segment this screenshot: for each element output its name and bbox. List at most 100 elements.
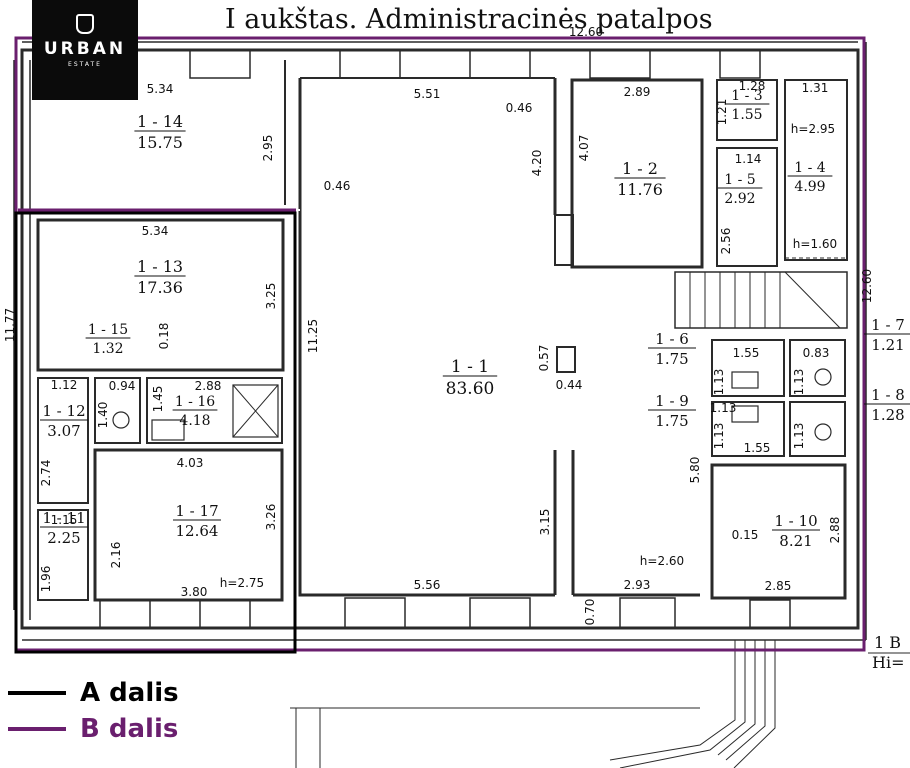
- room-area-label: 2.25: [47, 529, 80, 547]
- dimension-label: 2.74: [39, 460, 53, 487]
- room-id-label: 1 - 13: [137, 257, 183, 276]
- dimension-label: 0.46: [506, 101, 533, 115]
- dimension-label: 11.77: [3, 308, 17, 342]
- dimension-label: 3.25: [264, 283, 278, 310]
- dimension-label: 1.13: [712, 423, 726, 450]
- room-id-label: 1 - 9: [655, 392, 689, 410]
- room-area-label: 12.64: [176, 522, 219, 540]
- room-id-label: 1 - 2: [622, 159, 658, 178]
- dimension-label: 1.21: [715, 99, 729, 126]
- dimension-label: 12.60: [860, 269, 874, 303]
- dimension-label: 0.57: [537, 345, 551, 372]
- dimension-label: 1.13: [710, 401, 737, 415]
- dimension-label: 2.93: [624, 578, 651, 592]
- dimension-label: 1.13: [792, 369, 806, 396]
- room-id-label: 1 - 17: [175, 502, 218, 520]
- room-area-label: 15.75: [137, 133, 183, 152]
- dimension-label: 1.55: [744, 441, 771, 455]
- dimension-label: 2.95: [261, 135, 275, 162]
- dimension-label: 5.80: [688, 457, 702, 484]
- edge-label-top: 1 B: [874, 633, 901, 652]
- room-area-label: 11.76: [617, 180, 663, 199]
- logo-mark-icon: [76, 14, 94, 34]
- room-area-label: 1.75: [655, 412, 688, 430]
- edge-label-bottom: Hi=: [872, 653, 904, 672]
- dimension-label: 0.70: [583, 599, 597, 626]
- dimension-label: 4.20: [530, 150, 544, 177]
- room-area-label: 83.60: [446, 379, 495, 399]
- room-area-label: 1.21: [871, 336, 904, 354]
- logo-subtitle: ESTATE: [68, 61, 102, 68]
- dimension-label: 0.94: [109, 379, 136, 393]
- dimension-label: 2.88: [828, 517, 842, 544]
- dimension-label: 5.51: [414, 87, 441, 101]
- dimension-label: 1.28: [739, 79, 766, 93]
- dimension-label: h=2.95: [791, 122, 835, 136]
- dimension-label: 0.18: [157, 323, 171, 350]
- walls: [13, 41, 867, 768]
- room-id-label: 1 - 12: [42, 402, 85, 420]
- dimension-label: 2.16: [109, 542, 123, 569]
- dimension-label: 2.88: [195, 379, 222, 393]
- room-id-label: 1 - 4: [794, 160, 826, 176]
- room-id-label: 1 - 1: [451, 357, 489, 377]
- legend-item-a: A dalis: [8, 678, 179, 708]
- dimension-label: 4.07: [577, 135, 591, 162]
- dimension-label: 1.55: [733, 346, 760, 360]
- dimension-label: 3.26: [264, 504, 278, 531]
- dimension-label: 12.60: [569, 25, 603, 39]
- room-id-label: 1 - 7: [871, 316, 905, 334]
- room-id-label: 1 - 16: [175, 394, 215, 410]
- room-area-label: 8.21: [779, 532, 812, 550]
- dimension-label: 1.45: [151, 386, 165, 413]
- room-id-label: 1 - 11: [42, 509, 85, 527]
- page-title: I aukštas. Administracinės patalpos: [225, 4, 713, 35]
- room-id-label: 1 - 3: [731, 88, 762, 104]
- zone-a-outline: [14, 211, 297, 654]
- dimension-label: 11.25: [306, 319, 320, 353]
- room-area-label: 4.99: [794, 179, 825, 195]
- dimension-label: 4.03: [177, 456, 204, 470]
- dimension-label: 1.13: [792, 423, 806, 450]
- room-id-label: 1 - 5: [724, 172, 755, 188]
- dimension-label: 5.56: [414, 578, 441, 592]
- dimension-label: 0.44: [556, 378, 583, 392]
- dimension-label: 0.15: [732, 528, 759, 542]
- legend-item-b: B dalis: [8, 714, 178, 744]
- room-id-label: 1 - 6: [655, 330, 689, 348]
- dimension-label: 5.34: [147, 82, 174, 96]
- room-area-label: 1.32: [92, 341, 123, 357]
- room-area-label: 1.28: [871, 406, 904, 424]
- legend-label-a: A dalis: [80, 678, 179, 708]
- room-id-label: 1 - 10: [774, 512, 817, 530]
- logo-name: URBAN: [43, 39, 127, 59]
- legend-swatch-b: [8, 727, 66, 731]
- dimension-label: 1.12: [51, 378, 78, 392]
- dimension-label: 1.96: [39, 566, 53, 593]
- dimension-label: 3.80: [181, 585, 208, 599]
- dimension-label: 1.31: [802, 81, 829, 95]
- room-area-label: 3.07: [47, 422, 80, 440]
- room-area-label: 17.36: [137, 278, 183, 297]
- legend-label-b: B dalis: [80, 714, 179, 744]
- dimension-label: 1.40: [96, 402, 110, 429]
- legend-swatch-a: [8, 691, 66, 695]
- room-area-label: 4.18: [179, 413, 210, 429]
- room-area-label: 1.75: [655, 350, 688, 368]
- room-id-label: 1 - 14: [137, 112, 183, 131]
- dimension-label: 0.83: [803, 346, 830, 360]
- room-id-label: 1 - 15: [88, 322, 128, 338]
- dimension-label: h=2.60: [640, 554, 684, 568]
- dimension-label: 2.85: [765, 579, 792, 593]
- dimension-label: 5.34: [142, 224, 169, 238]
- room-id-label: 1 - 8: [871, 386, 905, 404]
- room-area-label: 1.55: [731, 107, 762, 123]
- urban-estate-logo: URBAN ESTATE: [32, 0, 138, 100]
- dimension-label: h=2.75: [220, 576, 264, 590]
- dimension-label: 2.56: [719, 228, 733, 255]
- dimension-label: h=1.60: [793, 237, 837, 251]
- dimension-label: 1.14: [735, 152, 762, 166]
- dimension-label: 1.15: [51, 513, 78, 527]
